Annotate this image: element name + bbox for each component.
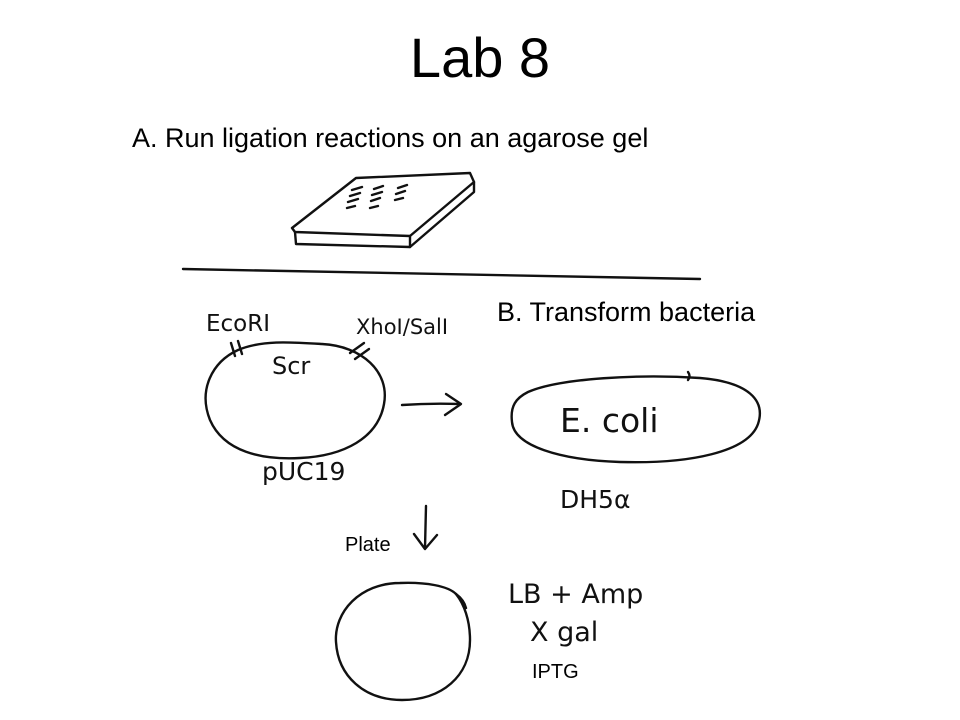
agarose-gel-drawing — [290, 171, 476, 249]
insert-label: Scr — [272, 352, 310, 380]
plasmid-name-label: pUC19 — [262, 457, 345, 486]
slide-title: Lab 8 — [409, 26, 551, 89]
section-divider — [181, 267, 702, 281]
ecoli-cell-nub — [686, 370, 691, 382]
ecoli-label: E. coli — [560, 401, 659, 440]
xhoi-sali-label: XhoI/SalI — [356, 315, 448, 339]
plasmid-circle — [204, 341, 387, 460]
petri-plate-outline — [334, 581, 472, 702]
media-lb-amp: LB + Amp — [508, 579, 643, 610]
ecoli-cell-outline — [510, 375, 761, 464]
strain-label: DH5α — [560, 485, 630, 514]
plate-step-label: Plate — [345, 534, 391, 556]
gel-bands-drawing — [345, 183, 409, 210]
section-b-heading: B. Transform bacteria — [497, 297, 756, 327]
ecori-label: EcoRI — [206, 311, 270, 337]
ecori-site-mark — [229, 339, 244, 358]
down-arrow — [412, 504, 439, 551]
section-a-heading: A. Run ligation reactions on an agarose … — [132, 123, 649, 153]
media-xgal: X gal — [530, 617, 598, 648]
media-iptg: IPTG — [532, 661, 579, 683]
petri-plate-edge — [454, 592, 468, 610]
right-arrow — [400, 392, 463, 417]
xhoi-sali-site-mark — [348, 341, 371, 361]
